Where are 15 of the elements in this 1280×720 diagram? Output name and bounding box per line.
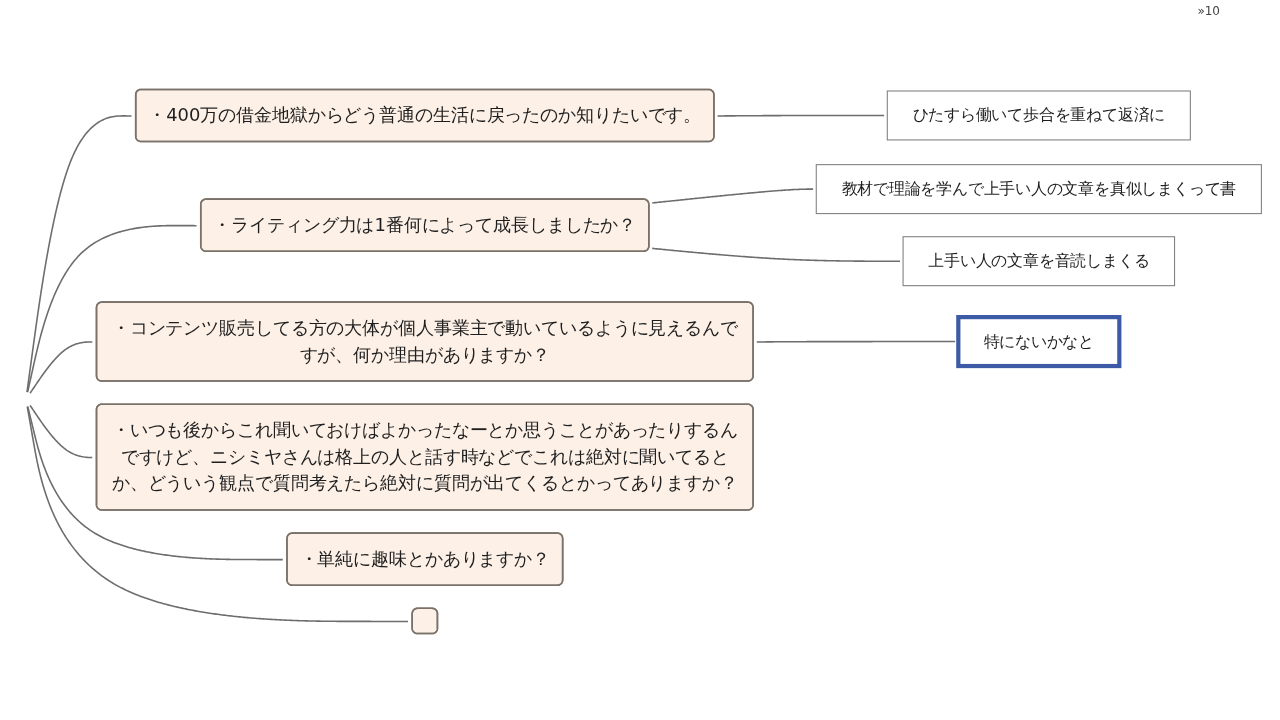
connector: [29, 404, 94, 458]
connector: [26, 405, 284, 560]
connector: [26, 114, 133, 393]
connector: [756, 340, 956, 343]
node-box: ひたすら働いて歩合を重ねて返済に: [886, 89, 1191, 140]
connector: [651, 187, 814, 204]
connector: [26, 224, 198, 393]
connector: [716, 114, 885, 117]
node-box: 教材で理論を学んで上手い人の文章を真似しまくって書: [815, 163, 1262, 214]
connector: [29, 340, 94, 394]
counter-label: »10: [1197, 4, 1220, 18]
connector: [651, 247, 901, 262]
node-box: 特にないかなと: [956, 314, 1122, 368]
connector: [26, 405, 409, 622]
node-box: 上手い人の文章を音読しまくる: [902, 235, 1176, 286]
